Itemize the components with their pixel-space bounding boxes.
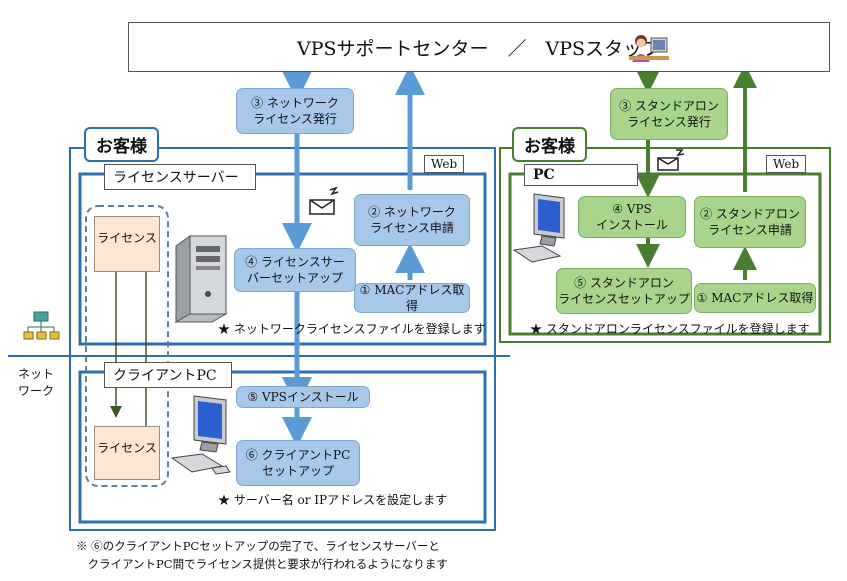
license-box-client: ライセンス — [94, 426, 160, 480]
step5-standalone-license-setup: ⑤ スタンドアロン ライセンスセットアップ — [556, 268, 692, 314]
footnote: ※ ⑥のクライアントPCセットアップの完了で、ライセンスサーバーと クライアント… — [76, 538, 448, 574]
footnote-line-1: ※ ⑥のクライアントPCセットアップの完了で、ライセンスサーバーと — [76, 539, 440, 553]
pc-frame — [508, 172, 822, 336]
step3-network-license-issue: ③ ネットワーク ライセンス発行 — [236, 88, 354, 134]
step5-vps-install: ⑤ VPSインストール — [236, 386, 370, 408]
network-label: ネット ワーク — [18, 367, 55, 399]
step6-client-pc-setup: ⑥ クライアントPC セットアップ — [236, 440, 360, 486]
client-frame — [78, 370, 487, 524]
client-pc-tag: クライアントPC — [104, 362, 232, 388]
mail-icon-left — [309, 186, 339, 215]
step2-network-license-request: ② ネットワーク ライセンス申請 — [354, 194, 470, 246]
customer-tag-left: お客様 — [84, 127, 159, 162]
standalone-note: ★ スタンドアロンライセンスファイルを登録します — [530, 322, 810, 336]
server-note: ★ ネットワークライセンスファイルを登録します — [218, 322, 486, 336]
pc-tag: PC — [524, 164, 638, 186]
license-server-tag: ライセンスサーバー — [104, 164, 256, 190]
standalone-pc-icon — [512, 193, 565, 263]
header-title: VPSサポートセンター ／ VPSスタッフ — [296, 37, 662, 60]
network-hub-icon — [23, 311, 60, 340]
step2-standalone-license-request: ② スタンドアロン ライセンス申請 — [694, 196, 806, 248]
mail-icon-right — [657, 149, 685, 171]
server-icon — [174, 235, 228, 323]
step4-license-server-setup: ④ ライセンスサー バーセットアップ — [234, 248, 356, 292]
client-computer-icon — [170, 395, 231, 475]
support-center-header: VPSサポートセンター ／ VPSスタッフ — [128, 22, 830, 72]
footnote-line-2: クライアントPC間でライセンス提供と要求が行われるようになります — [76, 556, 448, 571]
web-tag-right: Web — [766, 155, 807, 173]
customer-frame-left — [69, 147, 496, 531]
web-tag-left: Web — [424, 155, 465, 173]
license-group-dashed — [85, 205, 169, 487]
step1-mac-address-left: ① MACアドレス取得 — [354, 283, 470, 313]
server-frame — [78, 172, 487, 346]
step4-vps-install-right: ④ VPS インストール — [578, 196, 686, 238]
support-staff-icon — [629, 35, 669, 62]
step3-standalone-license-issue: ③ スタンドアロン ライセンス発行 — [610, 88, 728, 140]
license-box-server: ライセンス — [94, 216, 160, 272]
step1-mac-address-right: ① MACアドレス取得 — [694, 283, 816, 313]
customer-tag-right: お客様 — [512, 127, 587, 162]
client-note: ★ サーバー名 or IPアドレスを設定します — [218, 493, 448, 507]
customer-frame-right — [499, 147, 831, 343]
